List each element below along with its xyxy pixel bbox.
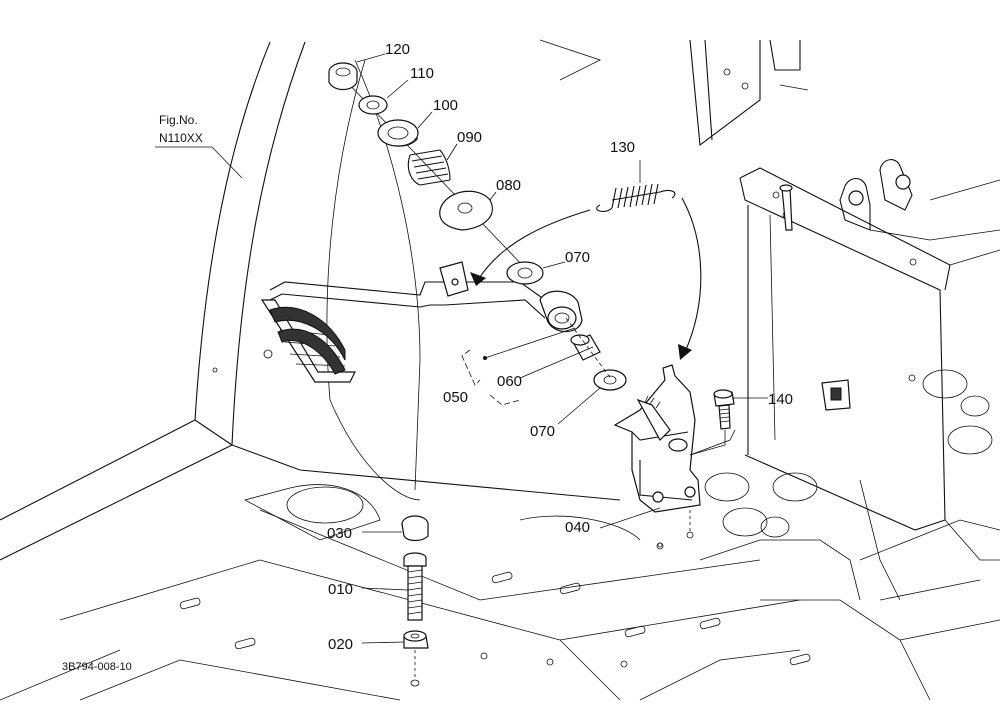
callout-c050: 050 xyxy=(443,389,468,406)
callout-c010: 010 xyxy=(328,581,353,598)
pedal-lever xyxy=(260,261,583,406)
bolt-140 xyxy=(689,389,735,456)
callout-c080: 080 xyxy=(496,177,521,194)
callout-c070a: 070 xyxy=(565,249,590,266)
bracket-040 xyxy=(613,364,736,548)
callout-c090: 090 xyxy=(457,129,482,146)
return-spring xyxy=(470,183,702,360)
callout-c120: 120 xyxy=(385,41,410,58)
callout-c110: 110 xyxy=(410,65,434,82)
callout-c030: 030 xyxy=(327,525,352,542)
callout-c020: 020 xyxy=(328,636,353,653)
background-structure xyxy=(0,39,1000,701)
drawing-code: 3B794-008-10 xyxy=(62,661,132,673)
figure-ref-number: N110XX xyxy=(159,131,203,145)
figure-ref-label: Fig.No. xyxy=(159,113,198,127)
stopper-bolt-stack xyxy=(401,515,429,687)
callout-c140: 140 xyxy=(768,391,793,408)
leader-lines xyxy=(155,53,768,644)
callout-c130: 130 xyxy=(610,139,635,156)
callout-c040: 040 xyxy=(565,519,590,536)
callout-c070b: 070 xyxy=(530,423,555,440)
callout-c100: 100 xyxy=(433,97,458,114)
upper-parts-stack xyxy=(328,62,627,391)
callout-c060: 060 xyxy=(497,373,522,390)
